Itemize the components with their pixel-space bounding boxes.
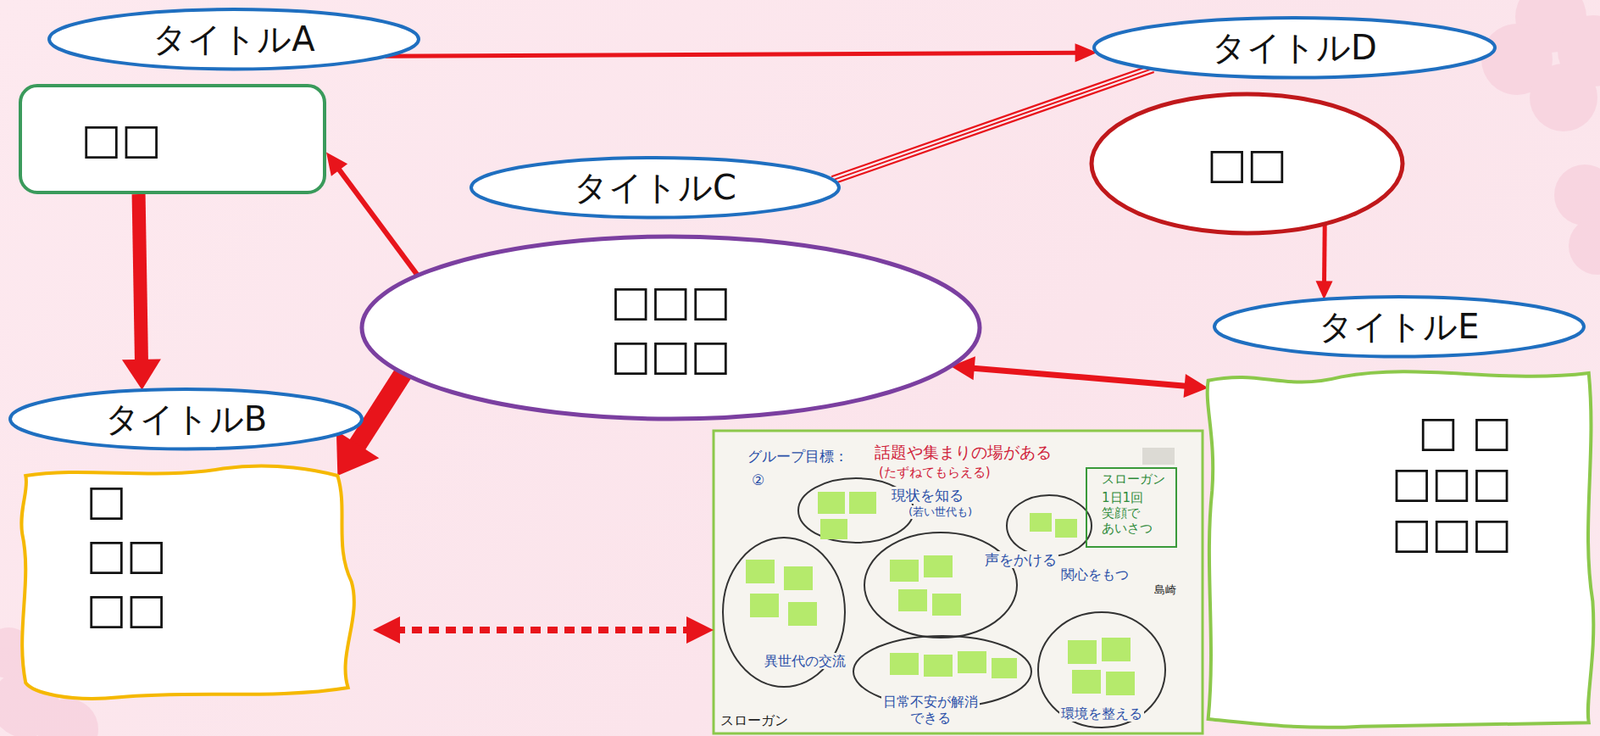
title-text: タイトルA xyxy=(152,20,315,58)
blob-outline xyxy=(15,461,362,702)
poster-note: 声をかける xyxy=(983,550,1059,568)
title-ellipse: タイトルA xyxy=(49,9,419,69)
blob-shape: □ □ □□□ □□□ xyxy=(1204,361,1597,730)
node-text: □□□ □□□ xyxy=(611,273,732,383)
poster-note: ② xyxy=(750,471,767,489)
poster-note: 1日1回 笑顔で あいさつ xyxy=(1100,489,1155,536)
arrow-head xyxy=(336,430,380,476)
title-ellipse: タイトルE xyxy=(1214,296,1584,356)
node-text: □□ xyxy=(1206,136,1287,191)
poster-note: (若い世代も) xyxy=(906,505,974,519)
arrow-head xyxy=(326,152,348,177)
connector-line xyxy=(138,194,142,364)
process-box: □□ xyxy=(18,83,327,195)
dotted-double-arrow xyxy=(372,616,714,644)
poster-note: 環境を整える xyxy=(1059,705,1145,722)
title-ellipse: タイトルB xyxy=(10,388,362,449)
connector xyxy=(1316,223,1334,300)
title-text: タイトルB xyxy=(105,400,267,438)
connector xyxy=(950,355,1209,398)
ellipse-outline xyxy=(471,157,839,217)
ellipse-outline xyxy=(49,9,419,69)
connector-line xyxy=(355,372,404,449)
title-ellipse: タイトルD xyxy=(1094,17,1495,78)
title-text: タイトルE xyxy=(1318,307,1479,345)
ellipse-outline xyxy=(361,236,980,419)
poster-note: 異世代の交流 xyxy=(762,652,848,669)
node-text: □ □ □□□ □□□ xyxy=(1391,405,1512,559)
blob-outline xyxy=(21,465,355,698)
poster-note: (たずねてもらえる) xyxy=(877,464,993,480)
title-text: タイトルC xyxy=(573,168,737,206)
poster-note: 関心をもつ xyxy=(1059,566,1131,583)
title-text: タイトルD xyxy=(1211,28,1378,67)
arrow-head xyxy=(122,358,162,389)
arrow-head xyxy=(1183,373,1209,398)
ellipse-outline xyxy=(361,236,980,419)
poster-note: 現状を知る xyxy=(889,486,966,504)
connector-line xyxy=(337,166,418,276)
poster-note: スローガン xyxy=(1100,471,1167,487)
poster-note: 日常不安が解消 できる xyxy=(881,693,980,726)
arrow-head xyxy=(1316,280,1334,300)
node-text: □□ xyxy=(81,111,162,167)
poster-note: グループ目標： xyxy=(745,447,850,465)
poster-note: 島崎 xyxy=(1152,583,1178,597)
title-ellipse: タイトルC xyxy=(471,157,839,217)
connector-line xyxy=(971,367,1189,386)
node-text: □ □□ □□ xyxy=(86,472,167,636)
connector-line xyxy=(1322,223,1328,284)
connector xyxy=(122,194,162,390)
ellipse-outline xyxy=(1214,296,1584,356)
ellipse-outline xyxy=(1094,17,1495,78)
red-ellipse: □□ xyxy=(1091,94,1403,234)
ellipse-outline xyxy=(1091,94,1403,234)
blob-outline xyxy=(1207,371,1595,728)
connector-line xyxy=(385,52,1079,56)
ellipse-outline xyxy=(10,388,362,449)
connector xyxy=(326,152,418,276)
poster-note: 話題や集まりの場がある xyxy=(872,442,1054,462)
blob-shape: □ □□ □□ xyxy=(15,461,362,702)
center-ellipse: □□□ □□□ xyxy=(361,236,980,419)
poster-note: スローガン xyxy=(718,711,790,728)
workshop-poster-photo xyxy=(713,430,1203,734)
connector xyxy=(385,43,1098,62)
